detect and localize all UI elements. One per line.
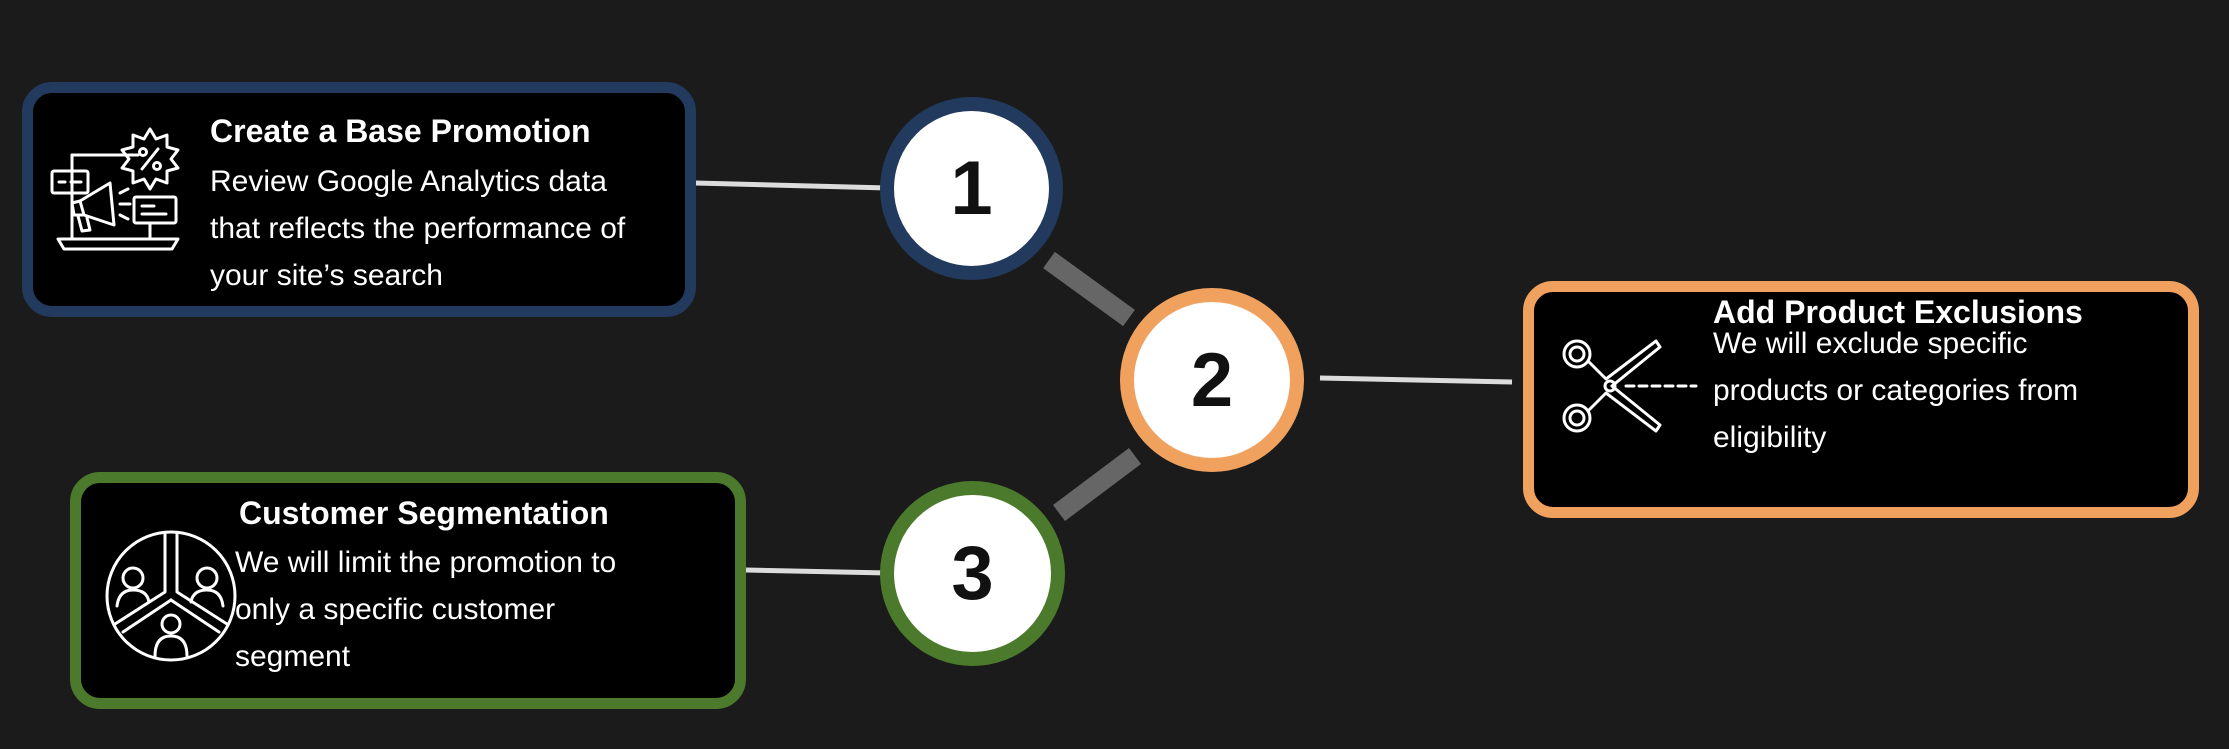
marketing-megaphone-laptop-icon bbox=[50, 127, 195, 272]
step-2-description: We will exclude specific products or cat… bbox=[1713, 320, 2078, 461]
step-2-description-line: eligibility bbox=[1713, 421, 1827, 454]
step-1-description: Review Google Analytics data that reflec… bbox=[210, 158, 625, 299]
step-3-description-line: segment bbox=[235, 640, 351, 673]
step-3-number-circle: 3 bbox=[880, 481, 1065, 666]
step-3-title: Customer Segmentation bbox=[239, 495, 609, 531]
connector-step2-step3 bbox=[1053, 448, 1141, 521]
step-2-card: Add Product Exclusions We will exclude s… bbox=[1523, 281, 2199, 518]
step-3-description-line: We will limit the promotion to bbox=[235, 546, 617, 579]
connector-card1-step1 bbox=[694, 180, 889, 191]
step-1-card: Create a Base Promotion Review Google An… bbox=[22, 82, 696, 317]
step-2-title: Add Product Exclusions bbox=[1713, 294, 2083, 330]
step-1-description-line: Review Google Analytics data bbox=[210, 165, 607, 198]
step-3-description-line: only a specific customer bbox=[235, 593, 556, 626]
step-2-description-line: products or categories from bbox=[1713, 374, 2079, 407]
step-1-description-line: that reflects the performance of bbox=[210, 212, 626, 245]
step-1-title: Create a Base Promotion bbox=[210, 113, 591, 149]
scissors-icon bbox=[1560, 337, 1700, 437]
step-1-number-circle: 1 bbox=[880, 97, 1063, 280]
step-2-description-line: We will exclude specific bbox=[1713, 327, 2028, 360]
step-3-description: We will limit the promotion to only a sp… bbox=[235, 539, 616, 680]
step-1-description-line: your site’s search bbox=[210, 259, 443, 292]
step-3-card: Customer Segmentation We will limit the … bbox=[70, 472, 746, 709]
connector-step1-step2 bbox=[1043, 251, 1135, 327]
step-2-number-circle: 2 bbox=[1120, 288, 1304, 472]
customer-segments-pie-icon bbox=[103, 528, 239, 664]
connector-card3-step3 bbox=[745, 567, 889, 576]
connector-step2-card2 bbox=[1319, 375, 1513, 385]
